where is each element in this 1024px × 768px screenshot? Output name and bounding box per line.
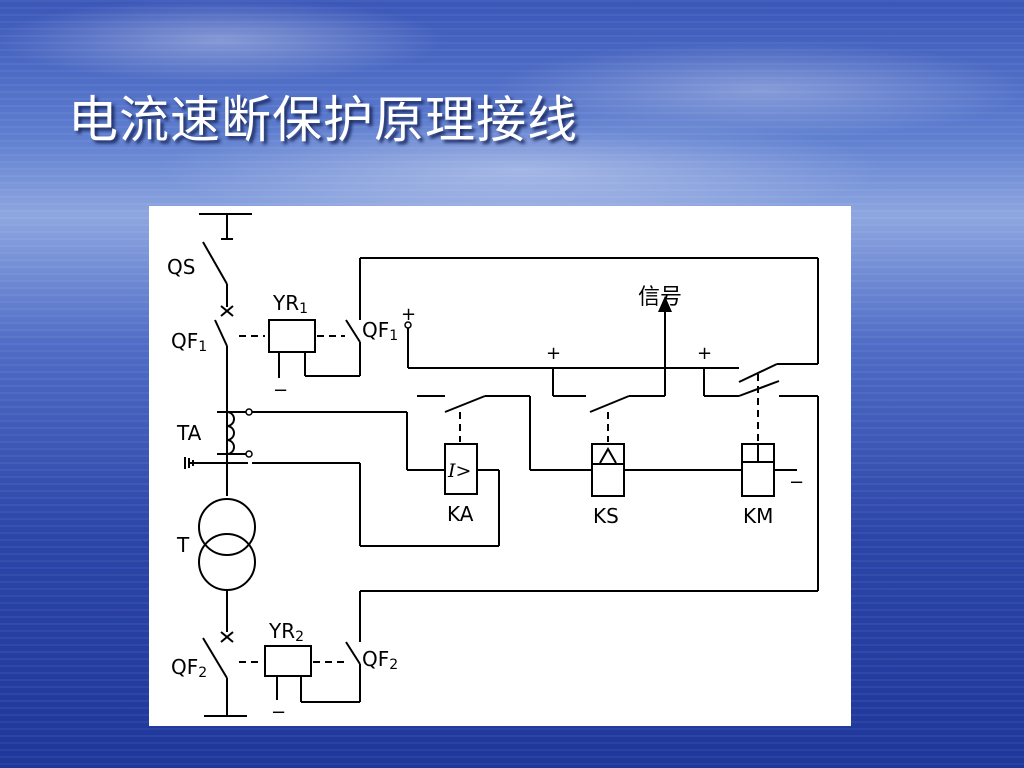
label-signal: 信号 (638, 285, 682, 310)
label-ks: KS (593, 504, 619, 528)
qf1-blade (214, 319, 228, 347)
label-qs: QS (167, 255, 195, 279)
qs-blade (202, 241, 228, 285)
ka-contact-blade (444, 395, 486, 413)
ks-plus-sign: + (546, 343, 561, 364)
yr1-minus-sign: − (273, 380, 288, 401)
label-qf1-aux: QF1 (362, 318, 398, 344)
yr1-coil-box (268, 319, 316, 353)
ta-terminal-bottom (245, 450, 253, 458)
qf2-cross-b (220, 631, 234, 643)
circuit-diagram: QS QF1 YR1 QF1 TA T YR2 QF2 QF2 KA KS KM… (149, 206, 851, 726)
label-qf2-aux: QF2 (362, 647, 398, 673)
km-contact-upper-blade (738, 363, 778, 383)
ks-relay-box (591, 443, 625, 497)
label-km: KM (743, 504, 773, 528)
label-ta: TA (176, 421, 202, 445)
yr2-coil-box (264, 645, 312, 677)
label-yr1: YR1 (272, 291, 308, 317)
km-plus-sign: + (697, 343, 712, 364)
ks-contact-blade (589, 395, 630, 413)
ka-relay-box (444, 443, 478, 495)
label-qf2: QF2 (171, 655, 207, 681)
qs-cross-b (220, 305, 234, 317)
dc-plus-sign: + (401, 304, 416, 325)
transformer-primary-winding (198, 498, 256, 556)
transformer-secondary-winding (198, 533, 256, 591)
label-yr2: YR2 (268, 619, 304, 645)
slide-title: 电流速断保护原理接线 (68, 91, 578, 149)
qf2-aux-blade (345, 641, 361, 665)
dc-positive-terminal (404, 321, 412, 329)
ta-terminal-top (245, 408, 253, 416)
qf2-blade (202, 637, 228, 679)
yr2-minus-sign: − (271, 702, 286, 723)
wiring (184, 213, 819, 717)
qf1-aux-blade (345, 319, 361, 343)
circuit-diagram-svg: QS QF1 YR1 QF1 TA T YR2 QF2 QF2 KA KS KM… (167, 213, 819, 723)
ka-relay-symbol: I> (447, 460, 471, 482)
terminals (245, 321, 412, 458)
signal-arrow-icon (658, 296, 672, 312)
label-ka: KA (447, 502, 474, 526)
label-t: T (176, 533, 190, 557)
km-minus-sign: − (789, 472, 804, 493)
ta-coil (226, 411, 235, 455)
label-qf1: QF1 (171, 329, 207, 355)
ks-flag-icon (599, 446, 617, 464)
